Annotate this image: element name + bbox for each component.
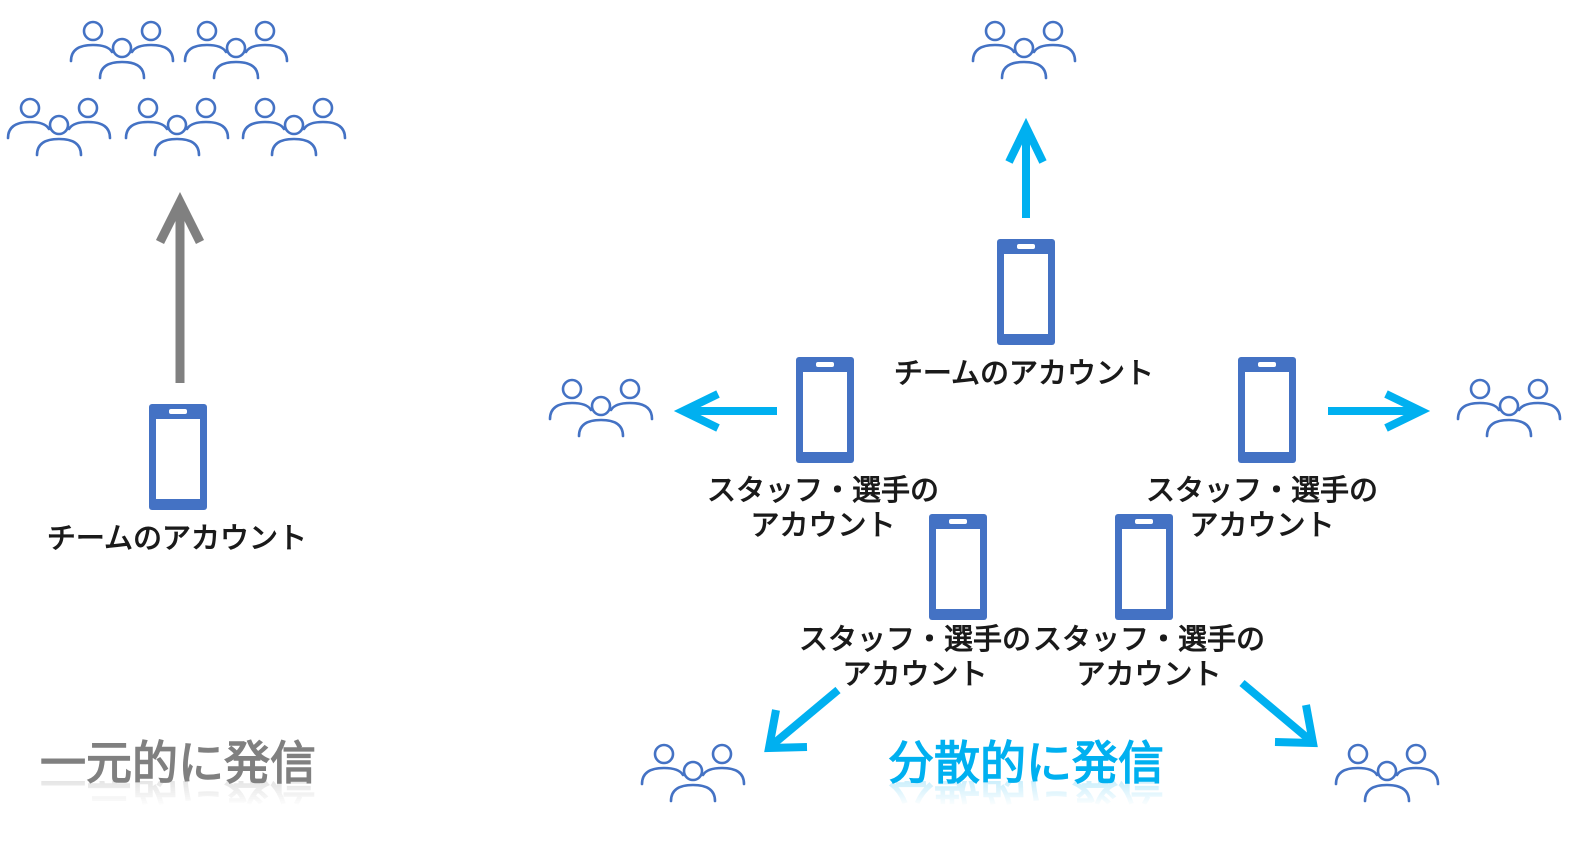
right-people-group-icon-2 (548, 378, 654, 438)
left-team-account-label: チームのアカウント (46, 521, 308, 555)
staff-label-line1: スタッフ・選手の (1032, 622, 1266, 656)
left-caption: 一元的に発信 一元的に発信 (40, 737, 316, 807)
staff-account-label-bottom-left: スタッフ・選手の アカウント (799, 622, 1031, 692)
left-people-group-icon-2 (183, 20, 289, 80)
left-arrow-icon (155, 191, 205, 383)
staff-label-line2: アカウント (1189, 508, 1335, 542)
staff-label-line2: アカウント (1076, 657, 1222, 691)
right-people-group-icon-3 (1456, 378, 1562, 438)
right-people-group-icon-1 (971, 20, 1077, 80)
staff-label-line1: スタッフ・選手の (706, 473, 940, 507)
left-people-group-icon-5 (241, 97, 347, 157)
staff-label-line1: スタッフ・選手の (1145, 473, 1379, 507)
left-people-group-icon-4 (124, 97, 230, 157)
left-people-group-icon-1 (69, 20, 175, 80)
right-caption-reflection: 分散的に発信 (888, 781, 1164, 807)
staff-account-label-bottom-right: スタッフ・選手の アカウント (1033, 622, 1265, 692)
right-people-group-icon-5 (1334, 743, 1440, 803)
staff-label-line1: スタッフ・選手の (798, 622, 1032, 656)
left-team-phone-icon (149, 404, 207, 510)
staff-account-label-right: スタッフ・選手の アカウント (1146, 473, 1378, 543)
arrow-icon-left (673, 390, 777, 432)
left-caption-text: 一元的に発信 (40, 736, 316, 790)
arrow-icon-right (1328, 390, 1431, 432)
arrow-icon-up (1005, 117, 1047, 218)
team-phone-icon (997, 239, 1055, 345)
arrow-icon-down-right (1239, 679, 1318, 748)
staff-account-label-left: スタッフ・選手の アカウント (707, 473, 939, 543)
team-account-label: チームのアカウント (893, 356, 1155, 390)
right-caption: 分散的に発信 分散的に発信 (888, 737, 1164, 807)
staff-phone-icon-right (1238, 357, 1296, 463)
arrow-icon-down-left (764, 686, 841, 753)
left-people-group-icon-3 (6, 97, 112, 157)
staff-label-line2: アカウント (750, 508, 896, 542)
left-audience (6, 20, 347, 157)
left-caption-reflection: 一元的に発信 (40, 781, 316, 807)
staff-label-line2: アカウント (842, 657, 988, 691)
right-people-group-icon-4 (640, 743, 746, 803)
staff-phone-icon-left (796, 357, 854, 463)
right-caption-text: 分散的に発信 (888, 736, 1164, 790)
